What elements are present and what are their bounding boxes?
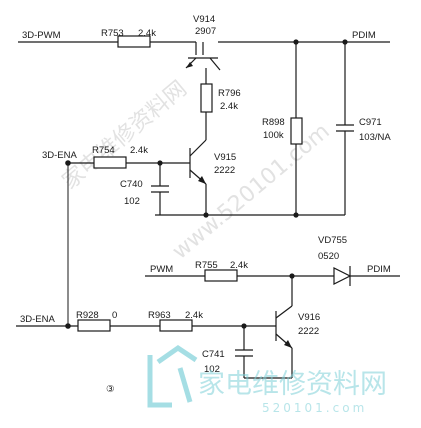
resistor-r898	[290, 117, 303, 145]
resistor-r796	[200, 83, 213, 113]
c741-ref: C741	[202, 349, 225, 360]
watermark-diagonal-text: 家电维修资料网	[58, 76, 192, 194]
resistor-r755	[204, 269, 238, 282]
r928-value: 0	[112, 310, 117, 321]
resistor-r754	[93, 156, 127, 169]
watermark-site-url: 520101.com	[262, 401, 367, 415]
c740-value: 102	[124, 196, 140, 207]
r755-ref: R755	[195, 260, 218, 271]
r963-ref: R963	[148, 310, 171, 321]
net-label-pdim-top: PDIM	[352, 30, 376, 41]
r753-value: 2.4k	[138, 28, 156, 39]
c971-value: 103/NA	[359, 132, 391, 143]
net-label-3d-ena-bottom: 3D-ENA	[20, 314, 56, 325]
r796-ref: R796	[218, 88, 241, 99]
v914-value: 2907	[195, 26, 216, 37]
vd755-value: 0520	[318, 251, 339, 262]
c740-ref: C740	[120, 179, 143, 190]
r963-value: 2.4k	[185, 310, 203, 321]
resistor-r928	[77, 319, 111, 332]
net-label-3d-ena-top: 3D-ENA	[42, 150, 78, 161]
r898-value: 100k	[263, 130, 284, 141]
r753-ref: R753	[101, 28, 124, 39]
middle-stage: 3D-ENA R754 2.4k V915 2222 C740 102	[42, 139, 236, 326]
v914-ref: V914	[193, 14, 215, 25]
v916-value: 2222	[298, 326, 319, 337]
c971-ref: C971	[359, 117, 382, 128]
brand-watermark: 家电维修资料网 520101.com	[147, 344, 387, 415]
figure-marker: ③	[106, 384, 115, 395]
v915-value: 2222	[214, 165, 235, 176]
resistor-r963	[159, 319, 193, 332]
r754-value: 2.4k	[130, 145, 148, 156]
brand-logo-icon	[147, 344, 198, 408]
c741-value: 102	[204, 364, 220, 375]
net-label-pwm: PWM	[150, 264, 173, 275]
r898-ref: R898	[262, 117, 285, 128]
v915-ref: V915	[214, 152, 236, 163]
watermark-diagonal-url: www.520101.com	[168, 119, 335, 265]
net-label-3d-pwm: 3D-PWM	[22, 30, 61, 41]
net-label-pdim-lower: PDIM	[367, 264, 391, 275]
watermark-diagonal: 家电维修资料网 www.520101.com	[58, 76, 335, 264]
watermark-site-name: 家电维修资料网	[198, 369, 387, 400]
r796-value: 2.4k	[220, 101, 238, 112]
v916-ref: V916	[298, 312, 320, 323]
transistor-v914	[185, 42, 221, 71]
diode-vd755	[333, 266, 352, 286]
r755-value: 2.4k	[230, 260, 248, 271]
r754-ref: R754	[92, 145, 115, 156]
top-stage: 3D-PWM R753 2.4k V914 2907 PDIM R796 2.4…	[18, 14, 391, 218]
junction-ground-2	[293, 212, 299, 218]
vd755-ref: VD755	[318, 235, 347, 246]
transistor-v915	[189, 139, 207, 185]
transistor-v916	[275, 305, 293, 349]
bottom-stage: 3D-ENA R928 0 R963 2.4k V916 2222 C741 1…	[16, 305, 320, 395]
r928-ref: R928	[76, 310, 99, 321]
lower-pwm-stage: VD755 0520 PWM R755 2.4k PDIM	[145, 235, 400, 306]
junction-ena-bottom	[65, 323, 71, 329]
